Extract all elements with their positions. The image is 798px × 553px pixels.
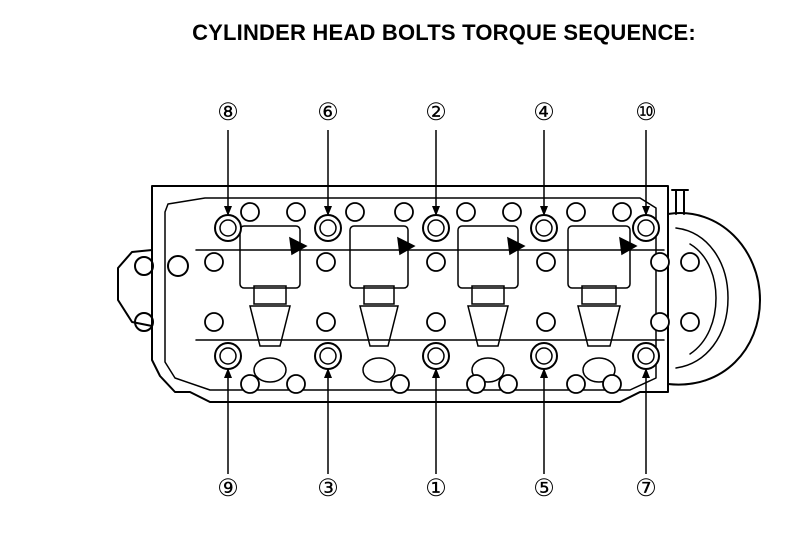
small-bolt-17 [536,312,556,332]
small-bolt-2 [286,202,306,222]
bottom-bolt-1-washer [219,347,237,365]
bottom-bolt-2-washer [319,347,337,365]
arrow-top-3 [432,206,440,216]
arrow-bottom-5 [642,368,650,378]
right-pulley [667,212,761,386]
bottom-label-1: ⑨ [217,476,239,502]
small-bolt-19 [240,374,260,394]
small-bolt-3 [345,202,365,222]
top-bolt-4-washer [535,219,553,237]
cam-end-4 [582,357,616,383]
left-end-cap [117,249,153,327]
small-bolt-26 [680,312,700,332]
cam-lobe-2 [359,305,399,347]
arrow-bottom-2 [324,368,332,378]
small-bolt-20 [286,374,306,394]
small-bolt-11 [426,252,446,272]
small-bolt-15 [316,312,336,332]
small-bolt-12 [536,252,556,272]
rocker-base-1 [253,285,287,305]
top-label-1: ⑧ [217,100,239,126]
rocker-tab-1 [289,236,308,256]
head-inner-outline [164,197,657,391]
small-bolt-5 [456,202,476,222]
cam-end-3 [471,357,505,383]
small-bolt-10 [316,252,336,272]
arrow-bottom-4 [540,368,548,378]
cam-lobe-3 [467,305,509,347]
top-bolt-2-washer [319,219,337,237]
cam-lobe-1 [249,305,291,347]
rocker-tab-3 [507,236,526,256]
small-bolt-8 [612,202,632,222]
small-bolt-6 [502,202,522,222]
top-label-4: ④ [533,100,555,126]
small-bolt-14 [204,312,224,332]
cam-lobe-4 [577,305,621,347]
top-label-5: ⑩ [635,100,657,126]
small-bolt-25 [602,374,622,394]
small-bolt-16 [426,312,446,332]
small-bolt-21 [390,374,410,394]
small-bolt-23 [498,374,518,394]
cam-end-1 [253,357,287,383]
arrow-bottom-1 [224,368,232,378]
small-bolt-9 [204,252,224,272]
bottom-bolt-4-washer [535,347,553,365]
bottom-label-3: ① [425,476,447,502]
rocker-base-4 [581,285,617,305]
arrow-top-2 [324,206,332,216]
bottom-label-2: ③ [317,476,339,502]
rocker-tab-2 [397,236,416,256]
diagram-title: CYLINDER HEAD BOLTS TORQUE SEQUENCE: [192,20,696,45]
bottom-bolt-3-washer [427,347,445,365]
small-bolt-1 [240,202,260,222]
top-bolt-3-washer [427,219,445,237]
rocker-block-1 [239,225,301,289]
bottom-label-4: ⑤ [533,476,555,502]
arrow-top-5 [642,206,650,216]
small-bolt-7 [566,202,586,222]
rocker-base-3 [471,285,505,305]
top-bolt-5-washer [637,219,655,237]
rocker-block-3 [457,225,519,289]
small-bolt-13 [650,252,670,272]
top-label-3: ② [425,100,447,126]
rocker-block-4 [567,225,631,289]
rocker-base-2 [363,285,395,305]
top-label-2: ⑥ [317,100,339,126]
small-bolt-27 [680,252,700,272]
arrow-bottom-3 [432,368,440,378]
rocker-block-2 [349,225,409,289]
rocker-tab-4 [619,236,638,256]
top-bolt-1-washer [219,219,237,237]
bottom-bolt-5-washer [637,347,655,365]
arrow-top-1 [224,206,232,216]
small-bolt-4 [394,202,414,222]
cam-end-2 [362,357,396,383]
small-bolt-18 [650,312,670,332]
small-bolt-22 [466,374,486,394]
arrow-top-4 [540,206,548,216]
small-bolt-24 [566,374,586,394]
bottom-label-5: ⑦ [635,476,657,502]
